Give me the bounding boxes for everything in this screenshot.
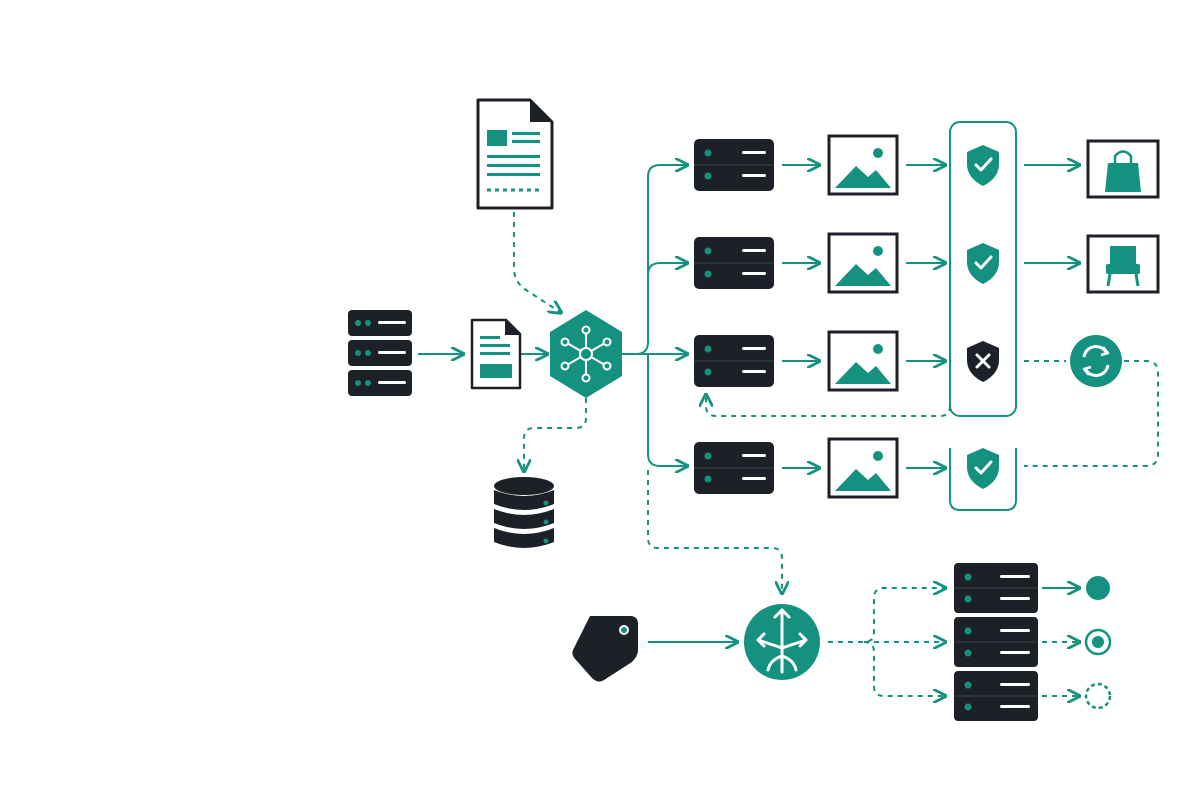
- workers-group: [694, 139, 774, 494]
- server-icon: [694, 237, 774, 289]
- connector-hub-to-storage: [524, 398, 587, 470]
- chair-icon: [1086, 234, 1160, 294]
- connector-router-to-destination-3: [863, 641, 944, 696]
- refresh-icon: [1070, 335, 1122, 387]
- server-icon: [954, 617, 1038, 667]
- split-arrows-icon: [744, 604, 820, 680]
- server-icon: [694, 335, 774, 387]
- status-filled-icon: [1086, 576, 1110, 600]
- shield-check-icon: [967, 145, 999, 186]
- document-layout-icon: [476, 98, 554, 210]
- connectors: [418, 165, 1159, 696]
- server-icon: [954, 671, 1038, 721]
- validation-group: [967, 145, 999, 489]
- shield-check-icon: [967, 243, 999, 284]
- image-icon: [827, 134, 899, 196]
- connector-router-to-destination-1: [828, 588, 944, 643]
- status-dashed-icon: [1084, 682, 1112, 710]
- shield-x-icon: [967, 341, 999, 382]
- connector-rejected-feedback: [706, 396, 951, 417]
- database-icon: [494, 477, 554, 548]
- shopping-bag-icon: [1086, 139, 1160, 199]
- image-icon: [827, 232, 899, 294]
- image-icon: [827, 437, 899, 499]
- server-icon: [954, 563, 1038, 613]
- document-icon: [470, 318, 522, 390]
- server-stack-icon: [348, 310, 412, 396]
- connector-hub-to-worker-2: [647, 263, 686, 342]
- shield-check-icon: [967, 448, 999, 489]
- connector-retry-loop: [1024, 360, 1159, 467]
- destinations-group: [954, 563, 1038, 721]
- images-group: [827, 134, 899, 499]
- server-icon: [694, 442, 774, 494]
- connector-hub-to-router: [647, 470, 782, 592]
- connector-hub-to-worker-1: [622, 165, 686, 355]
- server-icon: [694, 139, 774, 191]
- image-icon: [827, 330, 899, 392]
- status-ring-icon: [1084, 628, 1112, 656]
- connector-template-to-hub: [513, 212, 560, 312]
- validation-panel-lower: [949, 448, 1017, 511]
- connector-hub-to-worker-4: [647, 354, 686, 466]
- tag-icon: [572, 616, 638, 682]
- hub-network-icon: [550, 310, 622, 398]
